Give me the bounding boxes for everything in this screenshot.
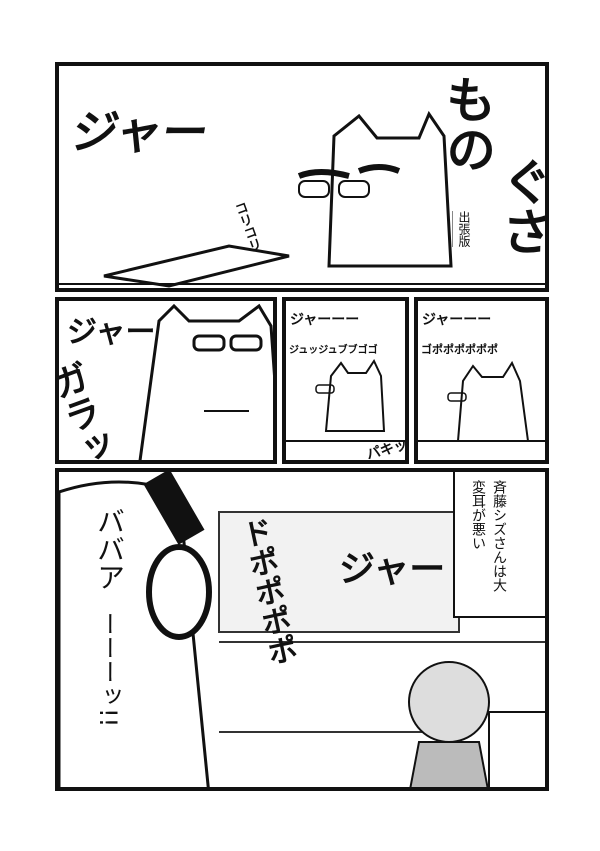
sfx-water-running: ジャーーー	[422, 312, 492, 328]
kitchen-scene-illustration	[59, 472, 545, 787]
cat-at-sink-illustration	[418, 360, 545, 442]
cat-cooking-illustration	[286, 358, 405, 442]
sfx-water-running: ジャー	[67, 105, 213, 159]
sfx-water-running: ジャー	[67, 315, 156, 350]
sfx-water-running: ジャー	[339, 549, 446, 590]
panel-2b: ジャーーー ジュッジュブブゴゴ パキッ	[282, 297, 409, 464]
title-line-2: ぐさ	[494, 156, 549, 256]
cat-at-desk-illustration	[59, 110, 545, 288]
sfx-bubbling: ゴポポポポポポ	[421, 343, 498, 356]
shout-old-lady: ババア	[93, 507, 126, 591]
panel-2a: ジャー ガラッ	[55, 297, 277, 464]
caption-text: 斉藤シズさんは大変耳が悪い	[470, 480, 507, 592]
panel-1: ジャー コリコリ もの ぐさ 出張版	[55, 62, 549, 292]
title-line-1: もの	[438, 74, 497, 174]
panel-3: ババア ーーーッ!! ドポポポポ ジャー 斉藤シズさんは大変耳が悪い	[55, 468, 549, 791]
panel-2c: ジャーーー ゴポポポポポポ	[414, 297, 549, 464]
shout-extended: ーーーッ!!	[94, 612, 122, 728]
title-subtitle: 出張版	[452, 211, 473, 247]
sfx-sizzle: ジュッジュブブゴゴ	[289, 345, 378, 356]
cat-closeup-illustration	[138, 303, 273, 460]
caption-box: 斉藤シズさんは大変耳が悪い	[453, 472, 545, 618]
sfx-water-running: ジャーーー	[290, 312, 360, 328]
